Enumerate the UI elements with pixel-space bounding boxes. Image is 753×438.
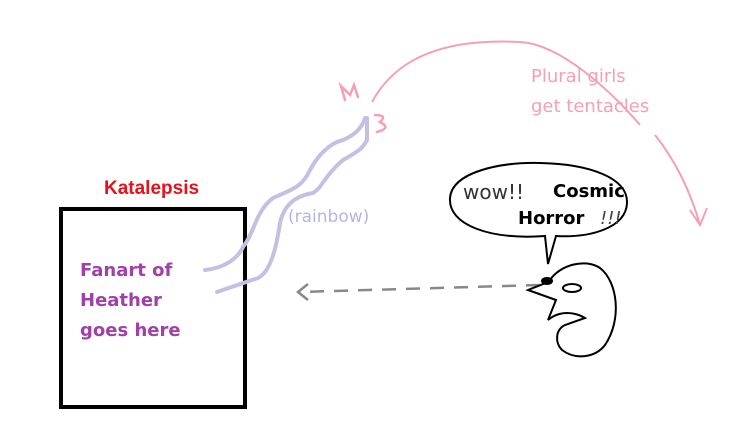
eye-icon bbox=[562, 283, 582, 293]
plural-line: Plural girls bbox=[531, 66, 626, 87]
cosmic-horror-head bbox=[525, 262, 617, 358]
rainbow-line-lower bbox=[215, 116, 369, 294]
title-katalepsis: Katalepsis bbox=[104, 178, 200, 199]
fanart-placeholder-text: Fanart of Heather goes here bbox=[80, 256, 181, 346]
speech-bubble bbox=[448, 161, 629, 265]
speech-cosmic: Cosmic bbox=[553, 181, 625, 202]
plural-girls-label: Plural girls get tentacles bbox=[531, 62, 649, 122]
speech-exclamation: !!! bbox=[600, 208, 622, 229]
dashed-arrow bbox=[299, 283, 541, 294]
rainbow-label: (rainbow) bbox=[288, 207, 370, 227]
tentacle-3-mark bbox=[373, 113, 387, 134]
pink-down-arrow bbox=[654, 134, 708, 228]
arrow-head-icon bbox=[295, 283, 309, 301]
pink-arc-arrow bbox=[371, 40, 641, 126]
rainbow-line-upper bbox=[203, 116, 367, 272]
speech-horror: Horror bbox=[518, 208, 585, 229]
box-line: Heather bbox=[80, 290, 162, 311]
box-line: Fanart of bbox=[80, 260, 173, 281]
tentacle-m-mark bbox=[338, 81, 360, 102]
fanart-box bbox=[59, 207, 247, 409]
box-line: goes here bbox=[80, 320, 181, 341]
plural-line: get tentacles bbox=[531, 96, 650, 117]
speech-wow: wow!! bbox=[463, 180, 524, 204]
eye-icon bbox=[541, 277, 553, 285]
